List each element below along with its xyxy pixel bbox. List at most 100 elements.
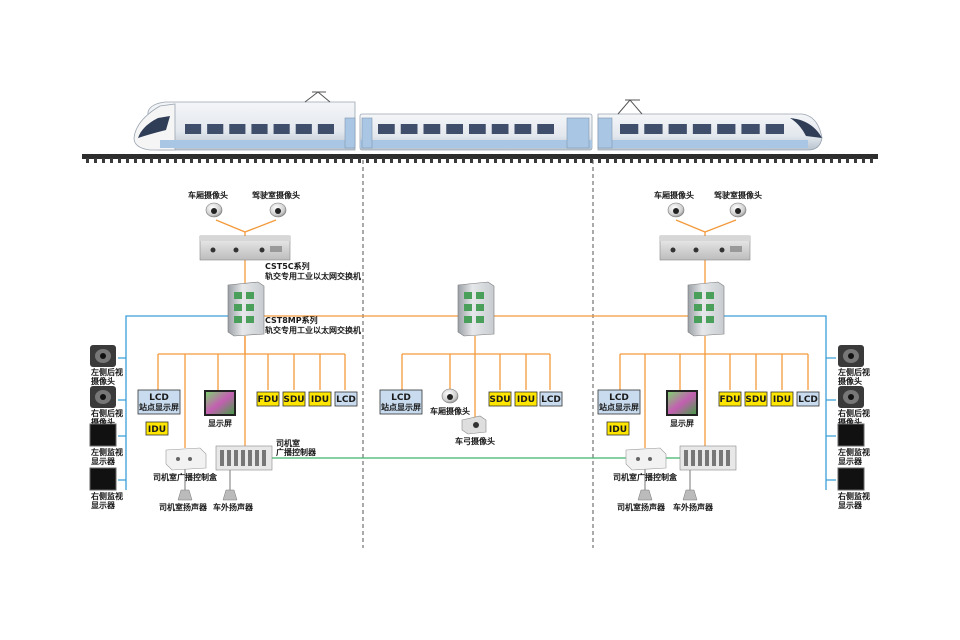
idu-box-left: IDU (145, 421, 169, 436)
speaker-cab-label-right: 司机室扬声器 (617, 502, 666, 512)
lcd-label-left: LCD (336, 395, 356, 405)
monitor-icon (89, 423, 117, 447)
speaker-cab-label-left: 司机室扬声器 (159, 502, 208, 512)
fdu-box-right: FDU (718, 391, 742, 407)
side4-l1-left: 右侧监视 (90, 491, 123, 501)
rail-sleepers (86, 158, 873, 163)
fdu-label-right: FDU (720, 395, 741, 405)
side2-l2-right: 摄像头 (838, 417, 862, 427)
lcd-box-middle: LCD (539, 391, 563, 407)
right-cameras: 车厢摄像头 驾驶室摄像头 (654, 190, 762, 218)
lcd-box-right: LCD (796, 391, 820, 407)
label-cam-cab-left: 驾驶室摄像头 (251, 190, 300, 200)
sdu-box-right: SDU (744, 391, 768, 407)
side2-l1-right: 右侧后视 (837, 408, 870, 418)
bow-camera-icon (461, 415, 487, 435)
cam-bow-label-middle: 车弓摄像头 (455, 436, 495, 446)
lcd-station-display-right: LCD 站点显示屏 (597, 389, 641, 415)
left-side-devices: 左侧后视 摄像头 右侧后视 摄像头 左侧监视 显示器 右侧监视 显示器 (89, 345, 123, 510)
label-cam-carriage-right: 车厢摄像头 (654, 190, 694, 200)
monitor-icon (89, 467, 117, 491)
dome-camera-icon (205, 202, 223, 218)
switch2-desc-left: 轨交专用工业以太网交换机 (265, 325, 361, 335)
switch1-series-left: CST5C系列 (265, 261, 310, 271)
side3-l2-left: 显示器 (91, 457, 116, 466)
idu-label-middle: IDU (517, 395, 535, 405)
side3-l1-left: 左侧监视 (90, 447, 123, 457)
idu2-label-right: IDU (773, 395, 791, 405)
side4-l2-left: 显示器 (91, 501, 116, 510)
idu2-box-left: IDU (308, 391, 332, 407)
broadcast-l1-left: 司机室 (276, 438, 300, 448)
idu-label-right: IDU (609, 425, 627, 435)
lcd-l1-middle: LCD (391, 393, 411, 403)
lcd-l1-left: LCD (149, 393, 169, 403)
dome-camera-icon (441, 388, 459, 404)
speaker-out-label-right: 车外扬声器 (673, 502, 714, 512)
speaker-icon (177, 489, 193, 501)
lcd-label-right: LCD (798, 395, 818, 405)
switch-cst8mp-left (227, 281, 265, 337)
lcd-station-display-middle: LCD 站点显示屏 (379, 389, 423, 415)
lcd-l2-middle: 站点显示屏 (381, 402, 421, 412)
broadcast-control-box-right (625, 447, 667, 471)
label-cam-cab-right: 驾驶室摄像头 (713, 190, 762, 200)
side3-l2-right: 显示器 (838, 457, 863, 466)
lcd-station-display-left: LCD 站点显示屏 (137, 389, 181, 415)
sdu-label-right: SDU (745, 395, 766, 405)
side2-l1-left: 右侧后视 (90, 408, 123, 418)
sdu-label-left: SDU (283, 395, 304, 405)
lcd-l2-right: 站点显示屏 (599, 402, 639, 412)
side4-l2-right: 显示器 (838, 501, 863, 510)
broadcast-controller-left (215, 445, 273, 471)
lcd-l1-right: LCD (609, 393, 629, 403)
right-side-devices: 左侧后视 摄像头 右侧后视 摄像头 左侧监视 显示器 右侧监视 显示器 (837, 345, 870, 510)
side1-l2-right: 摄像头 (838, 376, 862, 386)
lcd-l2-left: 站点显示屏 (139, 402, 179, 412)
switch-cst5c-right (659, 235, 751, 261)
broadcast-l2-left: 广播控制器 (276, 447, 317, 457)
lcd-label-middle: LCD (541, 395, 561, 405)
sdu-box-middle: SDU (488, 391, 512, 407)
cam-carriage-label-middle: 车厢摄像头 (430, 406, 470, 416)
left-cameras: 车厢摄像头 驾驶室摄像头 (188, 190, 300, 218)
switch-cst8mp-right (687, 281, 725, 337)
speaker-icon (222, 489, 238, 501)
label-cam-carriage-left: 车厢摄像头 (188, 190, 228, 200)
idu-label-left: IDU (148, 425, 166, 435)
cables (118, 219, 836, 490)
rear-camera-icon (90, 386, 116, 408)
broadcast-control-box-left (165, 447, 207, 471)
fdu-label-left: FDU (258, 395, 279, 405)
switch2-series-left: CST8MP系列 (265, 315, 318, 325)
side1-l1-left: 左侧后视 (90, 367, 123, 377)
idu2-label-left: IDU (311, 395, 329, 405)
lcd-box-left: LCD (334, 391, 358, 407)
side2-l2-left: 摄像头 (91, 417, 115, 427)
dome-camera-icon (729, 202, 747, 218)
ctrl-box-label-right: 司机室广播控制盒 (613, 472, 678, 482)
sdu-box-left: SDU (282, 391, 306, 407)
display-screen-left: 显示屏 (204, 390, 236, 428)
switch1-desc-left: 轨交专用工业以太网交换机 (265, 271, 361, 281)
switch-cst5c-left (199, 235, 291, 261)
idu-box-middle: IDU (514, 391, 538, 407)
speaker-icon (682, 489, 698, 501)
idu-box-right: IDU (606, 421, 630, 436)
dome-camera-icon (269, 202, 287, 218)
fdu-box-left: FDU (256, 391, 280, 407)
display-label-right: 显示屏 (670, 419, 694, 428)
rear-camera-icon (90, 345, 116, 367)
switch-cst8mp-middle (457, 281, 495, 337)
monitor-icon (837, 467, 865, 491)
rail (82, 154, 878, 159)
broadcast-controller-right (679, 445, 737, 471)
rear-camera-icon (838, 345, 864, 367)
sdu-label-middle: SDU (489, 395, 510, 405)
dome-camera-icon (667, 202, 685, 218)
side3-l1-right: 左侧监视 (837, 447, 870, 457)
rear-camera-icon (838, 386, 864, 408)
speaker-icon (637, 489, 653, 501)
display-screen-right: 显示屏 (666, 390, 698, 428)
monitor-icon (837, 423, 865, 447)
